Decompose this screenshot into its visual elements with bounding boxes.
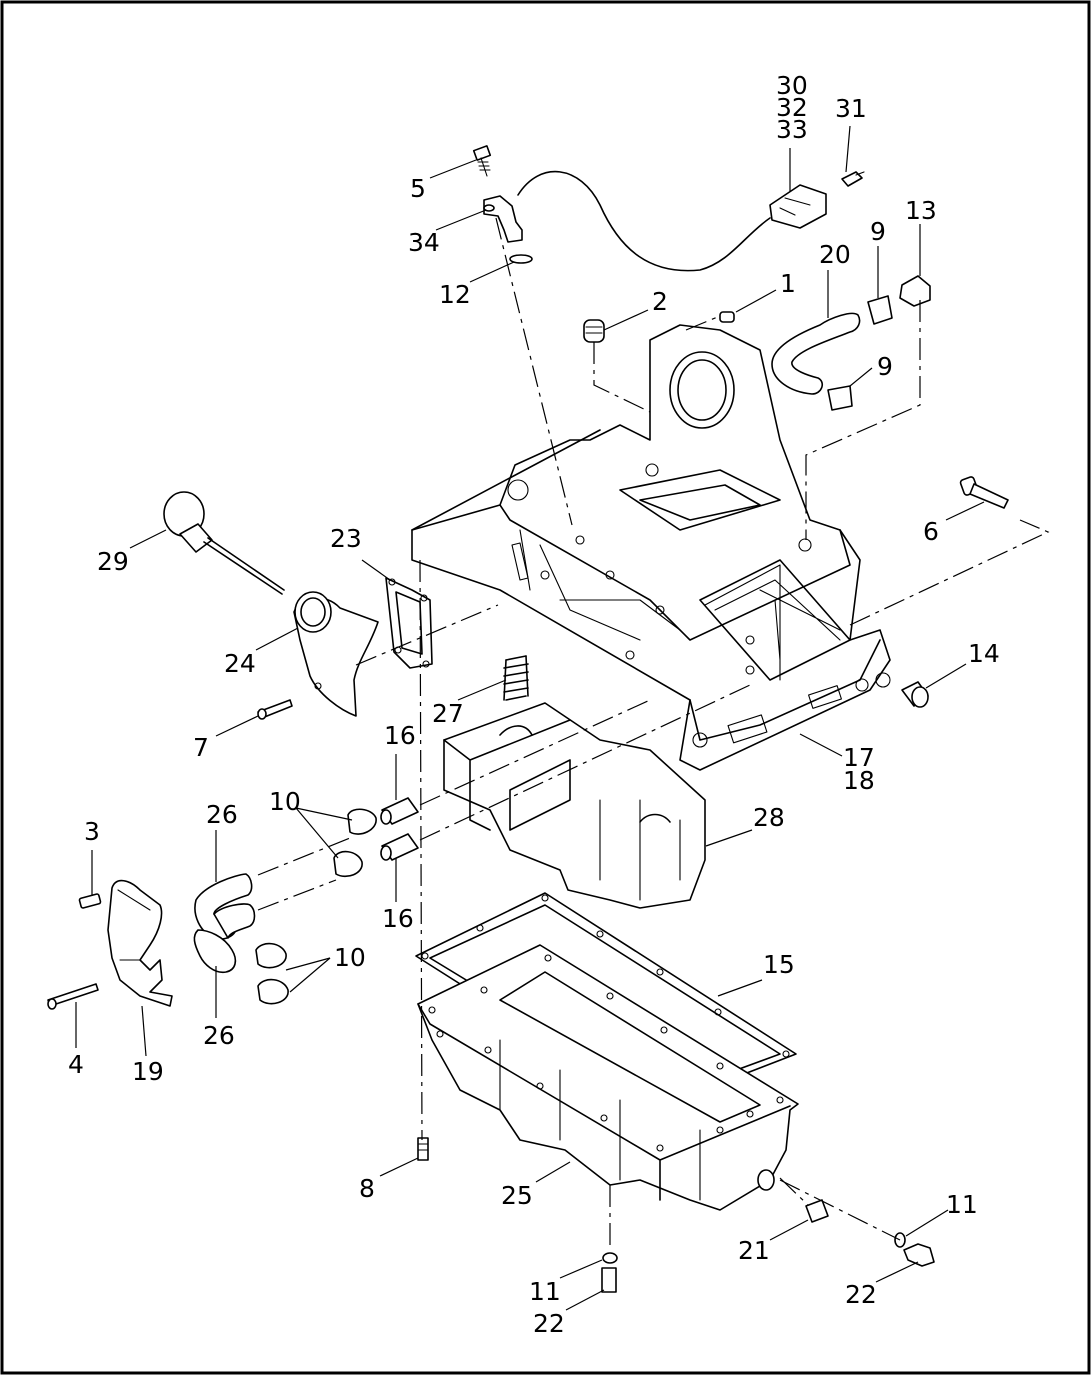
callout-14: 14	[968, 639, 1000, 668]
oil-pan-25	[417, 944, 799, 1211]
callout-19: 19	[132, 1057, 164, 1086]
callout-15: 15	[763, 950, 795, 979]
hoses-26	[193, 873, 256, 974]
clamps-10	[255, 808, 377, 1005]
drain-hardware	[417, 1137, 935, 1293]
vent-fittings	[583, 275, 931, 411]
callout-22-bottom: 22	[533, 1309, 565, 1338]
callout-30: 30	[776, 71, 808, 100]
callout-27: 27	[432, 699, 464, 728]
baffle-28	[443, 702, 706, 909]
callout-24: 24	[224, 649, 256, 678]
callout-18: 18	[843, 766, 875, 795]
callout-22-right: 22	[845, 1280, 877, 1309]
callout-29: 29	[97, 547, 129, 576]
plug-14	[901, 681, 929, 708]
callout-33: 33	[776, 115, 808, 144]
callout-7: 7	[193, 733, 209, 762]
callout-10-upper: 10	[269, 787, 301, 816]
callout-31: 31	[835, 94, 867, 123]
screw-7	[257, 699, 293, 720]
callout-20: 20	[819, 240, 851, 269]
callout-10-lower: 10	[334, 943, 366, 972]
callout-12: 12	[439, 280, 471, 309]
callout-16-upper: 16	[384, 721, 416, 750]
callout-23: 23	[330, 524, 362, 553]
callout-2: 2	[652, 287, 668, 316]
callout-3: 3	[84, 817, 100, 846]
callout-26-upper: 26	[206, 800, 238, 829]
callout-32: 32	[776, 93, 808, 122]
callout-9-lower: 9	[877, 352, 893, 381]
spring-27	[503, 655, 529, 701]
callout-1: 1	[780, 269, 796, 298]
callout-6: 6	[923, 517, 939, 546]
callout-25: 25	[501, 1181, 533, 1210]
callout-11-right: 11	[946, 1190, 978, 1219]
callout-34: 34	[408, 228, 440, 257]
callout-26-lower: 26	[203, 1021, 235, 1050]
cover-24	[293, 591, 379, 717]
callout-16-lower: 16	[382, 904, 414, 933]
speed-sensor-assembly	[472, 145, 865, 272]
transmission-housing	[411, 324, 891, 771]
callout-9-upper: 9	[870, 217, 886, 246]
fittings-16	[380, 797, 419, 861]
bolt-6	[959, 476, 1009, 509]
callout-11-bottom: 11	[529, 1277, 561, 1306]
leader-lines	[75, 125, 985, 1311]
dipstick-29	[163, 491, 285, 595]
callout-13: 13	[905, 196, 937, 225]
bracket-19	[47, 879, 173, 1010]
alignment-lines	[257, 217, 1050, 1250]
gasket-23	[385, 577, 433, 669]
callout-17: 17	[843, 743, 875, 772]
callout-labels: 30 32 33 31 5 34 12 13 9 20 1 2 9 6 29 2…	[68, 71, 1000, 1338]
callout-21: 21	[738, 1236, 770, 1265]
callout-4: 4	[68, 1050, 84, 1079]
callout-5: 5	[410, 174, 426, 203]
callout-28: 28	[753, 803, 785, 832]
callout-8: 8	[359, 1174, 375, 1203]
